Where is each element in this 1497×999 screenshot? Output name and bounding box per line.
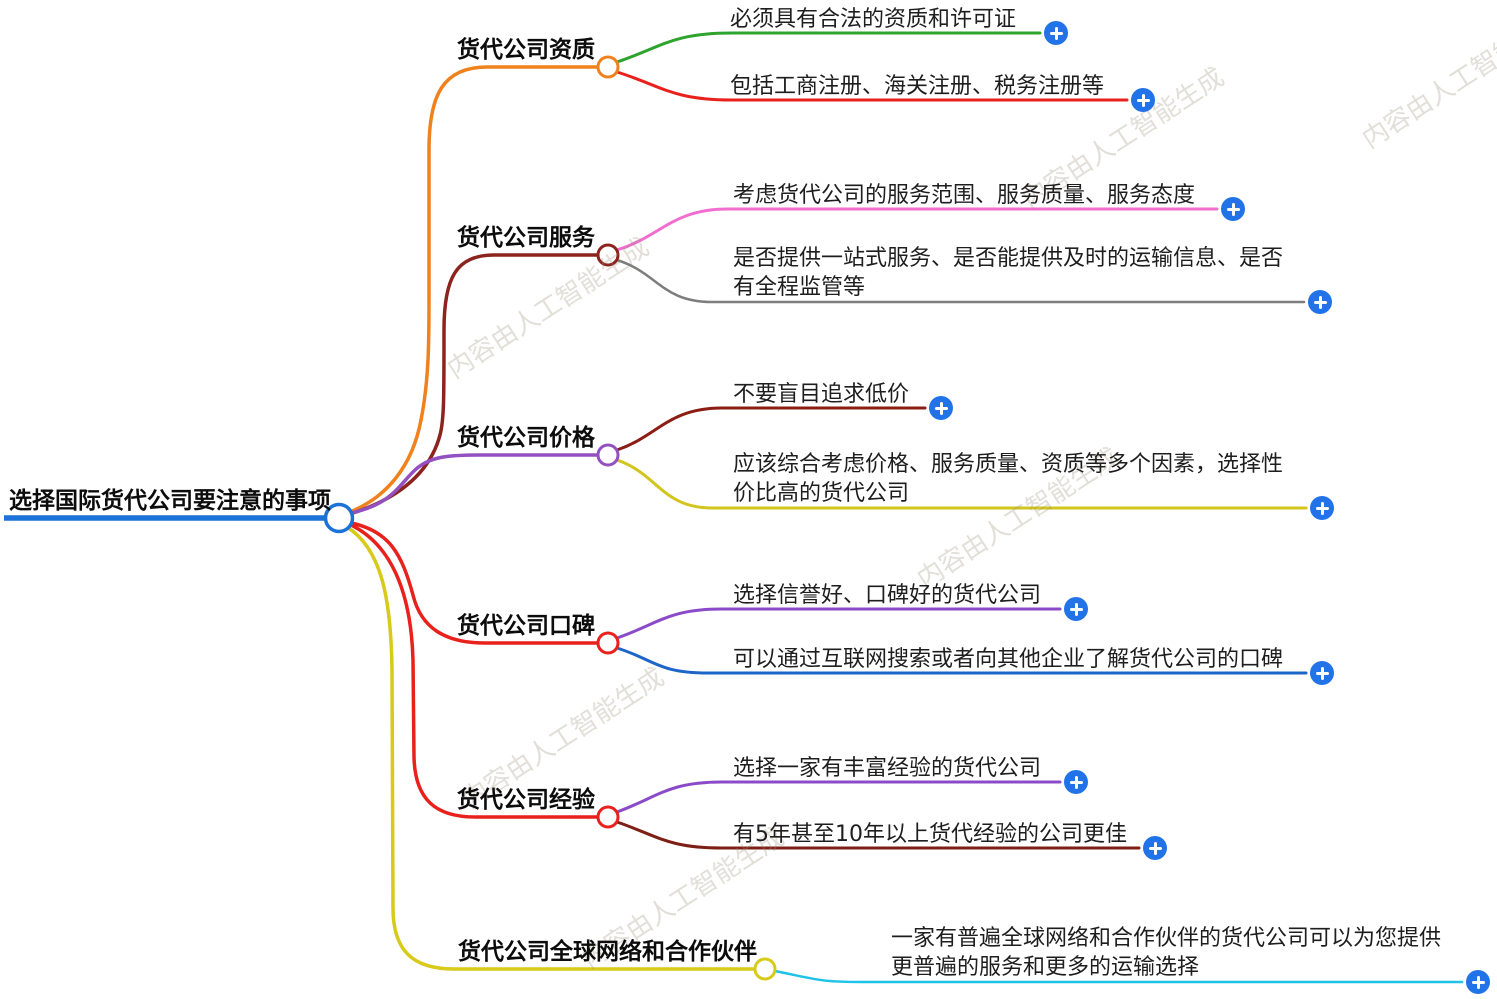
branch-experience-line [347, 522, 600, 819]
branch-reputation-child-1-text[interactable]: 可以通过互联网搜索或者向其他企业了解货代公司的口碑 [733, 645, 1283, 674]
branch-global-network-label[interactable]: 货代公司全球网络和合作伙伴 [458, 939, 757, 965]
plus-icon [1054, 26, 1058, 40]
branch-services-child-1-text[interactable]: 是否提供一站式服务、是否能提供及时的运输信息、是否有全程监管等 [733, 244, 1283, 302]
child-text-line: 有5年甚至10年以上货代经验的公司更佳 [733, 822, 1127, 847]
branch-experience-child-1-line [615, 820, 1141, 850]
branch-reputation-node[interactable] [596, 631, 620, 655]
branch-services-child-0-text[interactable]: 考虑货代公司的服务范围、服务质量、服务态度 [733, 181, 1195, 210]
branch-qualifications-node[interactable] [596, 55, 620, 79]
branch-global-network-line [345, 525, 757, 971]
branch-global-network-child-0-text[interactable]: 一家有普遍全球网络和合作伙伴的货代公司可以为您提供更普遍的服务和更多的运输选择 [891, 924, 1441, 982]
branch-experience-child-0-add-button[interactable] [1064, 770, 1088, 794]
branch-reputation-label[interactable]: 货代公司口碑 [457, 613, 595, 639]
branch-qualifications-child-0-text[interactable]: 必须具有合法的资质和许可证 [730, 5, 1016, 34]
child-text-line: 考虑货代公司的服务范围、服务质量、服务态度 [733, 183, 1196, 208]
plus-icon [1320, 501, 1324, 515]
branch-reputation-child-1-line [615, 646, 1308, 675]
branch-qualifications-child-1-text[interactable]: 包括工商注册、海关注册、税务注册等 [730, 72, 1104, 101]
branch-experience-child-0-text[interactable]: 选择一家有丰富经验的货代公司 [733, 754, 1041, 783]
branch-price-label[interactable]: 货代公司价格 [457, 425, 595, 451]
branch-reputation-line [349, 521, 600, 645]
branch-global-network-node[interactable] [753, 957, 777, 981]
child-text-line: 应该综合考虑价格、服务质量、资质等多个因素，选择性 [733, 452, 1284, 477]
branch-services-child-0-add-button[interactable] [1221, 197, 1245, 221]
branch-reputation-child-0-add-button[interactable] [1064, 597, 1088, 621]
branch-qualifications-line [348, 65, 600, 514]
branch-price-line [349, 453, 600, 515]
branch-price-child-0-line [615, 406, 927, 452]
child-text-line: 一家有普遍全球网络和合作伙伴的货代公司可以为您提供 [891, 926, 1442, 951]
branch-services-line [348, 253, 600, 516]
child-text-line: 有全程监管等 [733, 275, 866, 300]
branch-qualifications-child-0-add-button[interactable] [1044, 21, 1068, 45]
branch-experience-child-0-line [615, 780, 1062, 814]
branch-price-child-0-text[interactable]: 不要盲目追求低价 [733, 380, 909, 409]
child-text-line: 选择一家有丰富经验的货代公司 [733, 756, 1042, 781]
branch-reputation-child-0-line [615, 607, 1062, 640]
branch-experience-label[interactable]: 货代公司经验 [457, 787, 595, 813]
plus-icon [1320, 666, 1324, 680]
branch-global-network-child-0-add-button[interactable] [1466, 970, 1490, 994]
branch-price-child-1-add-button[interactable] [1310, 496, 1334, 520]
child-text-line: 选择信誉好、口碑好的货代公司 [733, 583, 1042, 608]
plus-icon [1141, 93, 1145, 107]
branch-qualifications-child-1-line [615, 70, 1129, 102]
child-text-line: 是否提供一站式服务、是否能提供及时的运输信息、是否 [733, 246, 1284, 271]
branch-qualifications-child-1-add-button[interactable] [1131, 88, 1155, 112]
child-text-line: 更普遍的服务和更多的运输选择 [891, 955, 1200, 980]
branch-reputation-child-1-add-button[interactable] [1310, 661, 1334, 685]
branch-services-child-0-line [615, 207, 1219, 252]
branch-experience-node[interactable] [596, 805, 620, 829]
branch-global-network-child-0-line [773, 969, 1464, 984]
branch-experience-child-1-add-button[interactable] [1143, 836, 1167, 860]
plus-icon [1318, 295, 1322, 309]
branch-price-child-0-add-button[interactable] [929, 396, 953, 420]
plus-icon [939, 401, 943, 415]
child-text-line: 不要盲目追求低价 [733, 382, 910, 407]
plus-icon [1074, 602, 1078, 616]
branch-price-child-1-line [615, 458, 1308, 510]
child-text-line: 价比高的货代公司 [733, 481, 910, 506]
branch-experience-child-1-text[interactable]: 有5年甚至10年以上货代经验的公司更佳 [733, 820, 1127, 849]
central-topic-label[interactable]: 选择国际货代公司要注意的事项 [9, 488, 331, 514]
branch-price-child-1-text[interactable]: 应该综合考虑价格、服务质量、资质等多个因素，选择性价比高的货代公司 [733, 450, 1283, 508]
central-topic-node[interactable] [323, 502, 355, 534]
child-text-line: 可以通过互联网搜索或者向其他企业了解货代公司的口碑 [733, 647, 1284, 672]
plus-icon [1231, 202, 1235, 216]
branch-services-child-1-line [615, 258, 1306, 304]
branch-qualifications-child-0-line [615, 31, 1042, 64]
branch-services-label[interactable]: 货代公司服务 [457, 225, 595, 251]
branch-price-node[interactable] [596, 443, 620, 467]
plus-icon [1074, 775, 1078, 789]
plus-icon [1153, 841, 1157, 855]
branch-services-child-1-add-button[interactable] [1308, 290, 1332, 314]
child-text-line: 必须具有合法的资质和许可证 [730, 7, 1017, 32]
branch-reputation-child-0-text[interactable]: 选择信誉好、口碑好的货代公司 [733, 581, 1041, 610]
plus-icon [1476, 975, 1480, 989]
branch-services-node[interactable] [596, 243, 620, 267]
child-text-line: 包括工商注册、海关注册、税务注册等 [730, 74, 1105, 99]
branch-qualifications-label[interactable]: 货代公司资质 [457, 37, 595, 63]
